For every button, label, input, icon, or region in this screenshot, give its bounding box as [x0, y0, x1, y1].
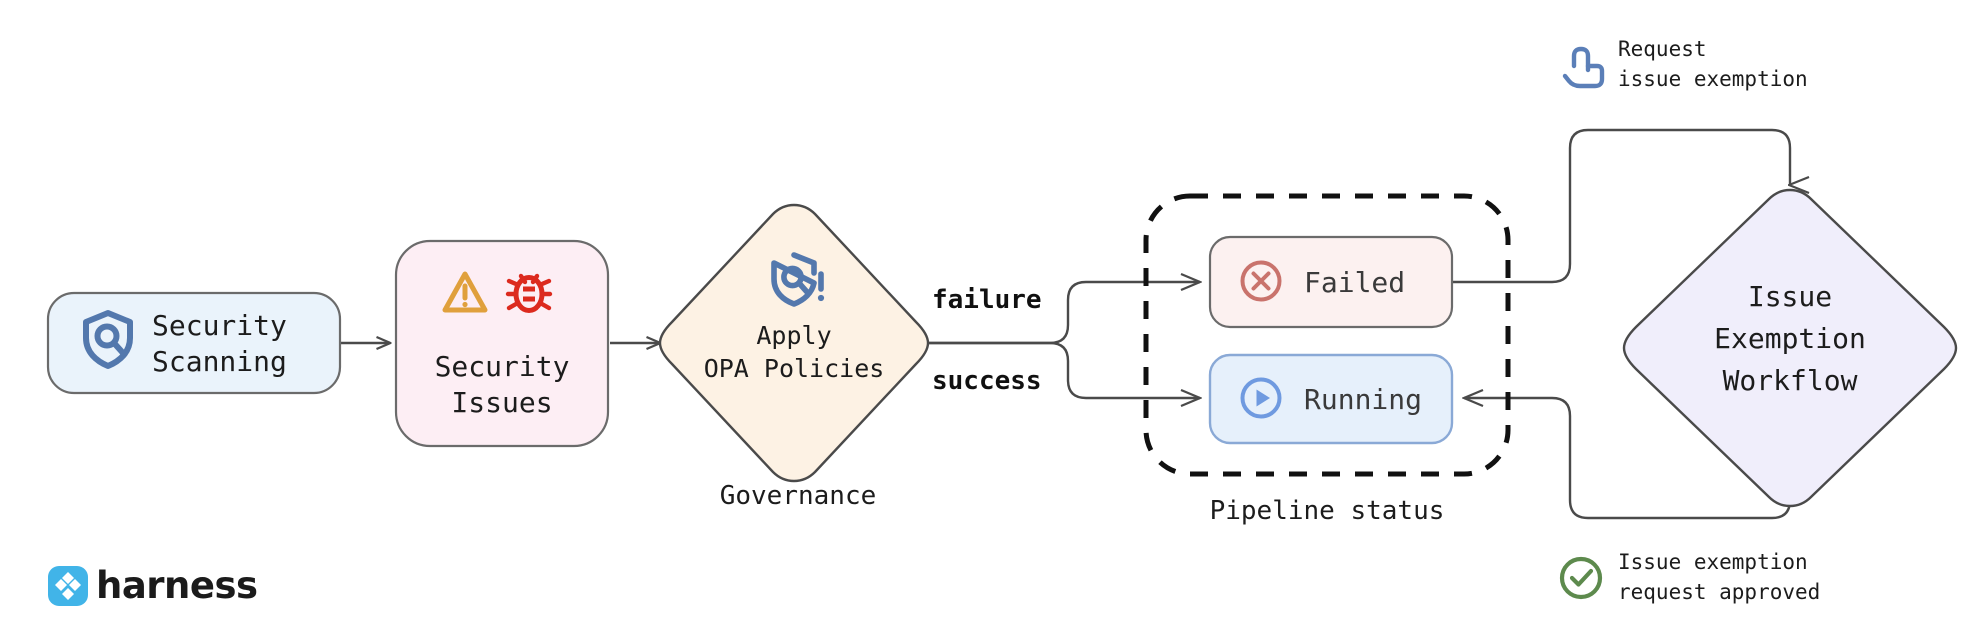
circle-x-icon: [1240, 260, 1282, 302]
pipeline-status-caption: Pipeline status: [1210, 496, 1445, 526]
node-apply-opa-policies[interactable]: Apply OPA Policies: [658, 203, 930, 483]
running-label: Running: [1304, 383, 1422, 416]
edge-opa-success: [928, 341, 1200, 398]
node-security-issues[interactable]: Security Issues: [394, 239, 610, 448]
approved-annotation-line1: Issue exemption: [1618, 550, 1808, 574]
apply-opa-label-line2: OPA Policies: [704, 354, 885, 383]
failed-label: Failed: [1304, 266, 1405, 299]
workflow-label-line3: Workflow: [1723, 364, 1858, 397]
annotation-request-approved: Issue exemption request approved: [1559, 550, 1820, 604]
edge-failed-to-workflow: [1452, 128, 1790, 284]
edge-label-failure: failure: [932, 285, 1042, 315]
node-running[interactable]: Running: [1208, 353, 1454, 445]
node-security-scanning[interactable]: Security Scanning: [46, 291, 342, 395]
harness-logo-icon: [48, 566, 88, 606]
security-scanning-label-line2: Scanning: [152, 345, 287, 378]
pipeline-status-group: [1143, 193, 1511, 477]
security-issues-label-line1: Security: [435, 350, 570, 383]
annotation-request-issue-exemption: Request issue exemption: [1562, 37, 1808, 91]
security-scanning-label-line1: Security: [152, 309, 287, 342]
warning-triangle-icon: [442, 271, 488, 313]
edge-workflow-to-running: [1464, 398, 1792, 520]
security-issues-label-line2: Issues: [451, 386, 552, 419]
click-hand-icon: [1562, 46, 1605, 89]
shield-alert-icon: [771, 252, 825, 307]
workflow-label-line2: Exemption: [1714, 322, 1866, 355]
governance-caption: Governance: [720, 481, 877, 511]
bug-icon: [505, 273, 553, 313]
edge-opa-failure: [928, 282, 1200, 345]
node-failed[interactable]: Failed: [1208, 235, 1454, 329]
request-annotation-line1: Request: [1618, 37, 1707, 61]
check-circle-icon: [1559, 556, 1603, 600]
brand-harness: harness: [48, 564, 258, 607]
shield-search-icon: [83, 310, 133, 369]
circle-play-icon: [1240, 377, 1282, 419]
request-annotation-line2: issue exemption: [1618, 67, 1808, 91]
apply-opa-label-line1: Apply: [756, 321, 831, 350]
brand-name: harness: [96, 564, 258, 607]
approved-annotation-line2: request approved: [1618, 580, 1820, 604]
node-issue-exemption-workflow[interactable]: Issue Exemption Workflow: [1622, 188, 1958, 508]
edge-label-success: success: [932, 366, 1042, 396]
workflow-label-line1: Issue: [1748, 280, 1832, 313]
